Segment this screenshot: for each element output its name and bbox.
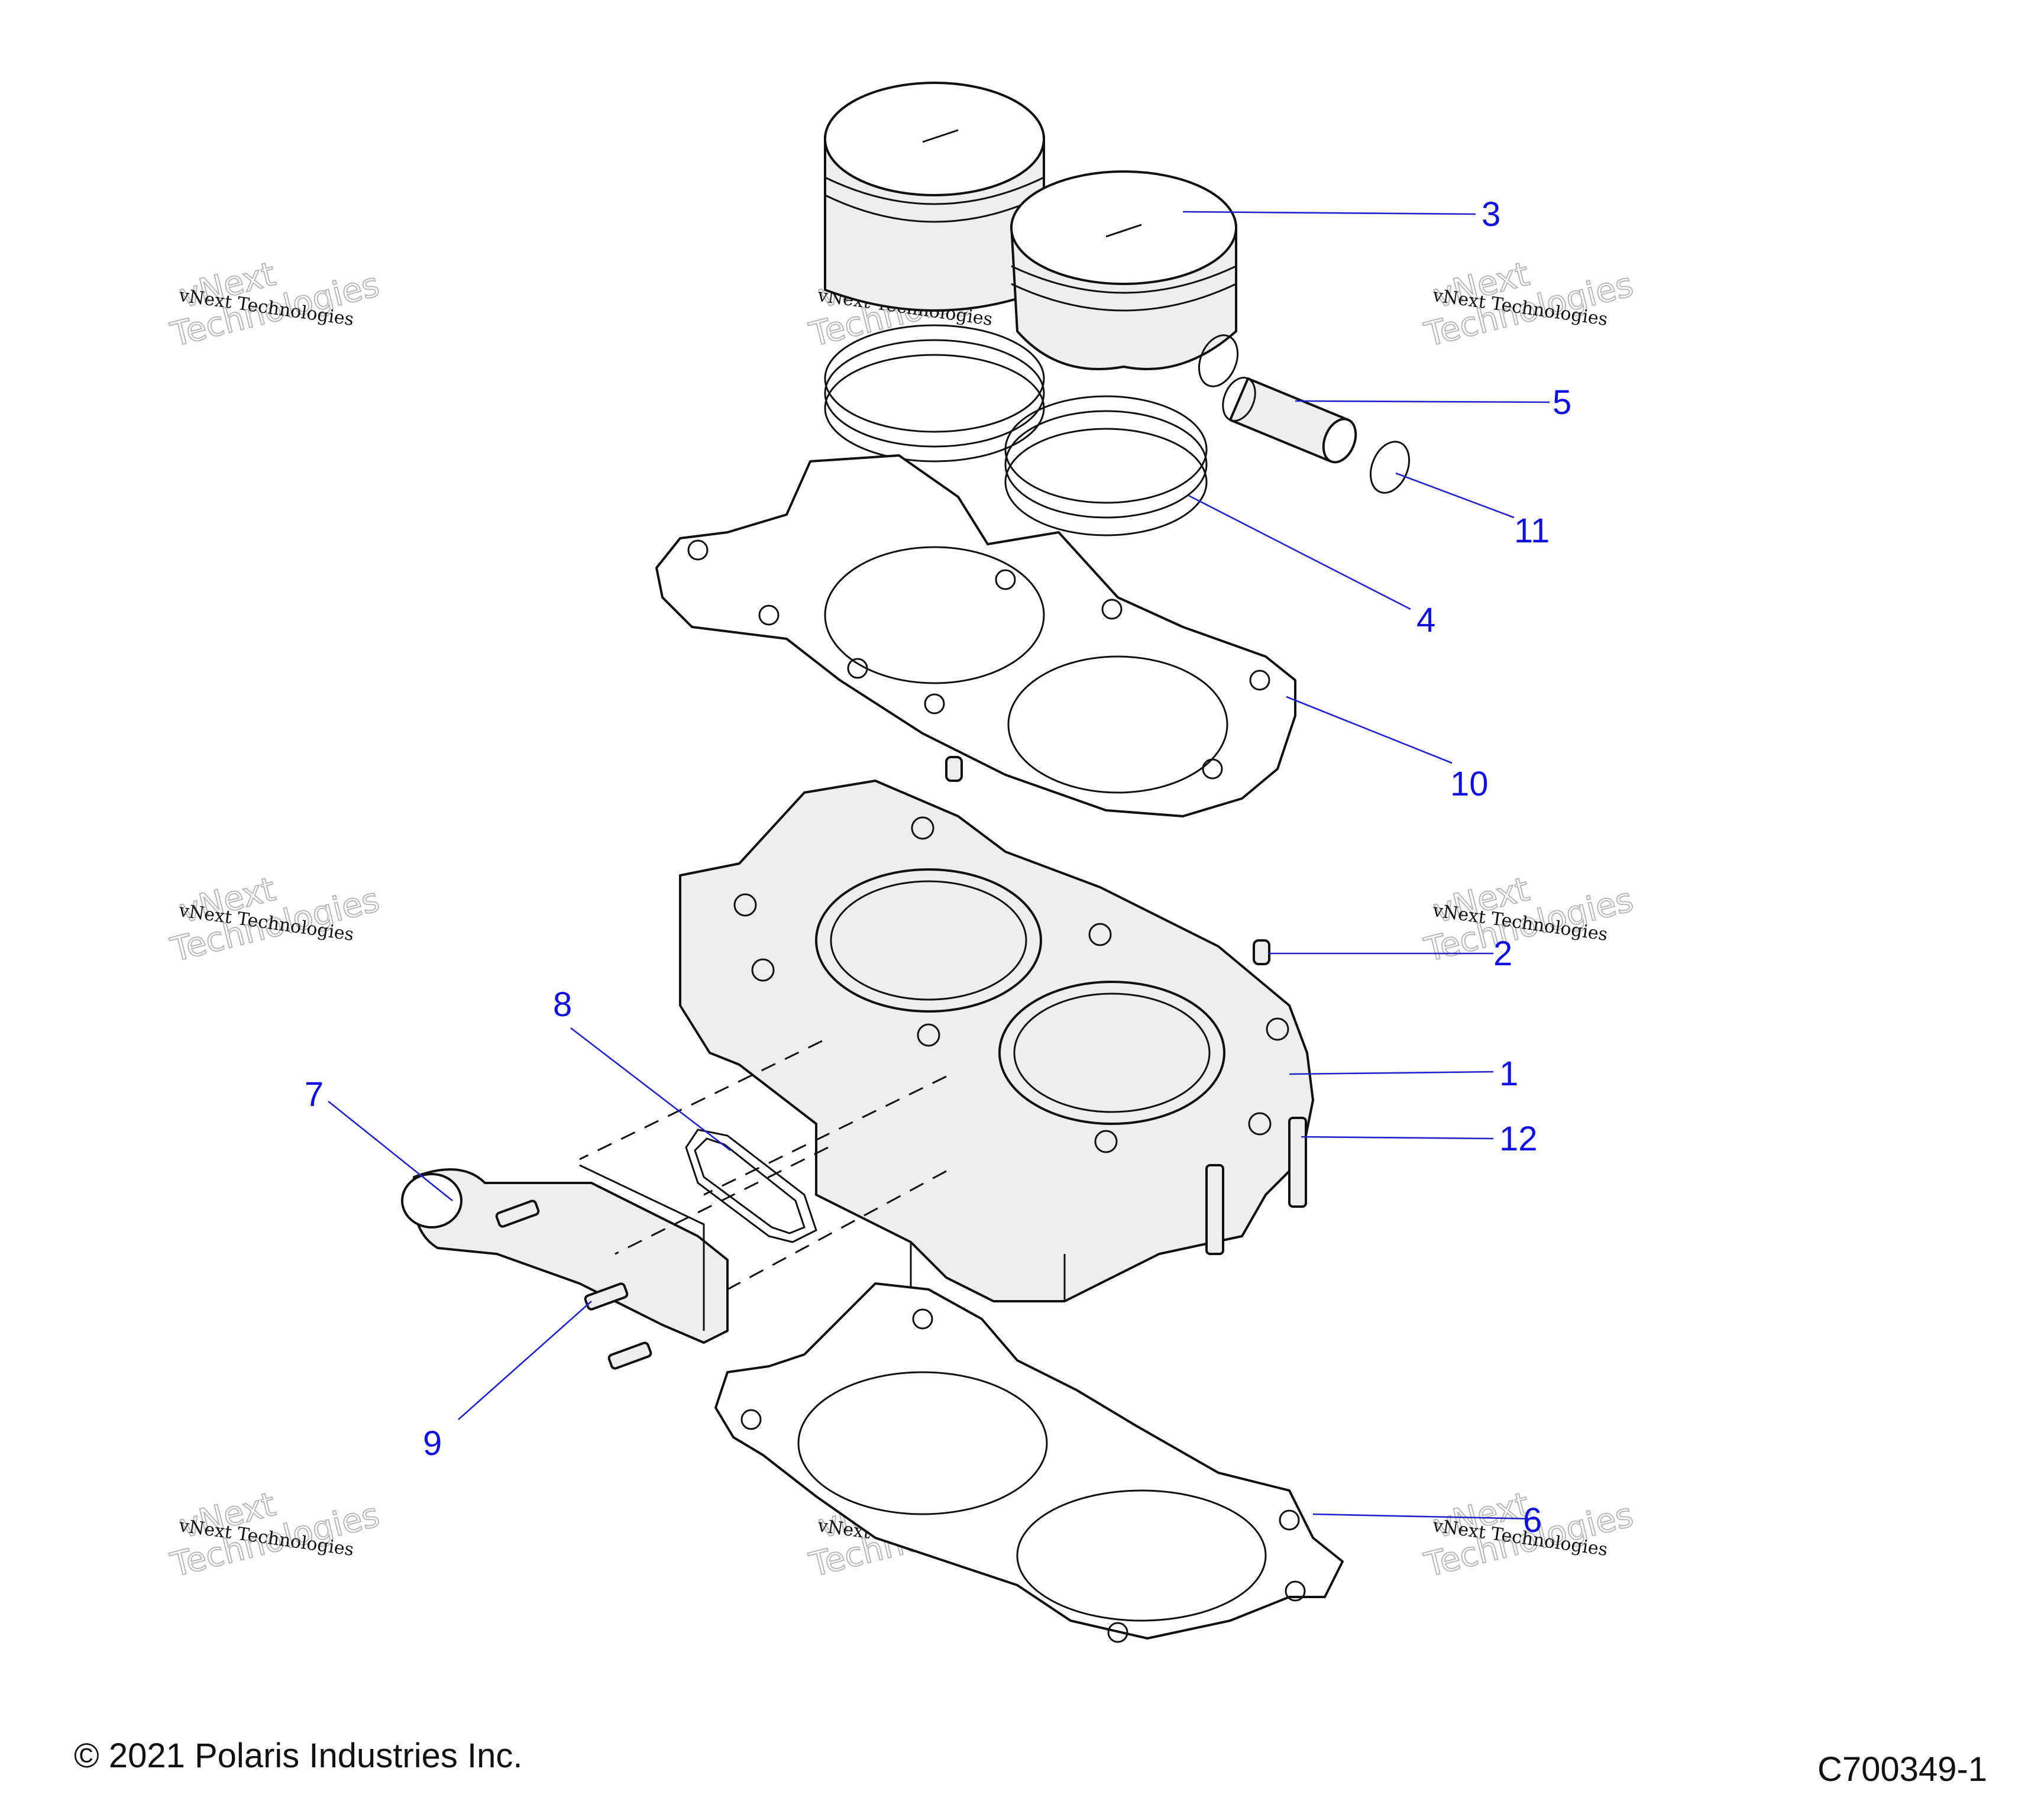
- piston-rings-rear: [824, 324, 1045, 463]
- leader-lines: [328, 211, 1550, 1520]
- wrist-pin: [1222, 377, 1357, 464]
- circlip-left: [1198, 334, 1239, 387]
- callout-5: 5: [1553, 383, 1571, 422]
- base-gasket: [714, 1282, 1344, 1643]
- leader-3: [1182, 211, 1476, 215]
- leader-5: [1295, 400, 1550, 403]
- callout-10: 10: [1450, 765, 1489, 803]
- cylinder-block: [679, 780, 1314, 1302]
- copyright-text: © 2021 Polaris Industries Inc.: [74, 1737, 523, 1775]
- leader-12: [1301, 1136, 1494, 1140]
- leader-10: [1286, 696, 1453, 764]
- elbow-bolts: [495, 1200, 652, 1370]
- leader-6: [1312, 1513, 1535, 1520]
- callout-6: 6: [1523, 1501, 1542, 1540]
- callout-3: 3: [1482, 195, 1500, 234]
- callout-9: 9: [423, 1424, 442, 1463]
- drawing-id: C700349-1: [1817, 1750, 1987, 1789]
- watermark: vNext Technologies vNext Technologies: [166, 1485, 384, 1585]
- head-gasket: [655, 454, 1296, 817]
- leader-7: [328, 1100, 453, 1202]
- piston-front: [1010, 170, 1237, 370]
- leader-1: [1289, 1071, 1494, 1075]
- watermark: vNext Technologies vNext Technologies: [1420, 869, 1638, 970]
- watermark: vNext Technologies vNext Technologies: [1420, 254, 1638, 355]
- callout-4: 4: [1416, 601, 1435, 639]
- callouts: 1 2 3 4 5 6 7 8 9 10 11 12: [305, 195, 1571, 1540]
- watermark: vNext Technologies vNext Technologies: [166, 254, 384, 355]
- watermark: vNext Technologies vNext Technologies: [166, 869, 384, 970]
- callout-8: 8: [553, 985, 572, 1024]
- callout-11: 11: [1514, 512, 1550, 550]
- dowel-upper: [945, 756, 963, 782]
- piston-rear: [824, 82, 1045, 312]
- leader-4: [1188, 494, 1411, 610]
- callout-7: 7: [305, 1075, 324, 1114]
- leader-8: [570, 1027, 731, 1152]
- leader-11: [1395, 472, 1515, 519]
- dowel-lower: [1253, 939, 1270, 965]
- cylinder-bolts: [1205, 1117, 1307, 1255]
- leader-9: [458, 1301, 592, 1420]
- piston-rings-front: [1004, 395, 1208, 536]
- coolant-elbow: [401, 1164, 729, 1344]
- callout-1: 1: [1499, 1055, 1518, 1093]
- callout-12: 12: [1499, 1120, 1538, 1158]
- circlip-right: [1369, 441, 1411, 494]
- callout-2: 2: [1493, 935, 1512, 973]
- assembly-guide-lines: [579, 1040, 947, 1291]
- elbow-seal: [685, 1129, 817, 1243]
